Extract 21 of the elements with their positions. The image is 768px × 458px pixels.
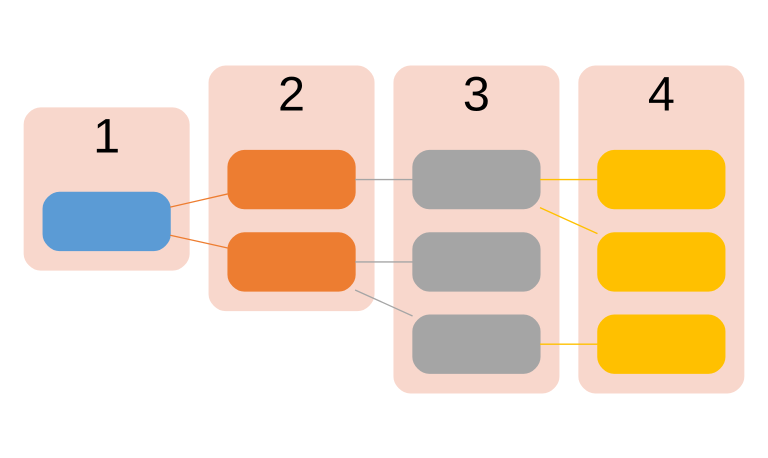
cluster: 1: [24, 106, 190, 270]
connector: [355, 178, 413, 180]
node-box: [597, 314, 726, 374]
node-box: [412, 232, 541, 292]
connector: [540, 178, 598, 180]
node-box: [412, 149, 541, 209]
node-box: [597, 232, 726, 292]
cluster: 3: [393, 65, 560, 393]
node-box: [42, 191, 171, 251]
cluster: 2: [208, 65, 375, 311]
node-box: [227, 232, 356, 292]
connector: [540, 343, 598, 344]
cluster: 4: [578, 65, 744, 393]
connector: [355, 260, 413, 262]
connector: [540, 206, 598, 234]
node-box: [412, 314, 541, 374]
connector: [170, 234, 228, 248]
connector: [170, 192, 228, 208]
connector: [354, 288, 413, 316]
node-box: [597, 149, 726, 209]
node-box: [227, 149, 356, 209]
